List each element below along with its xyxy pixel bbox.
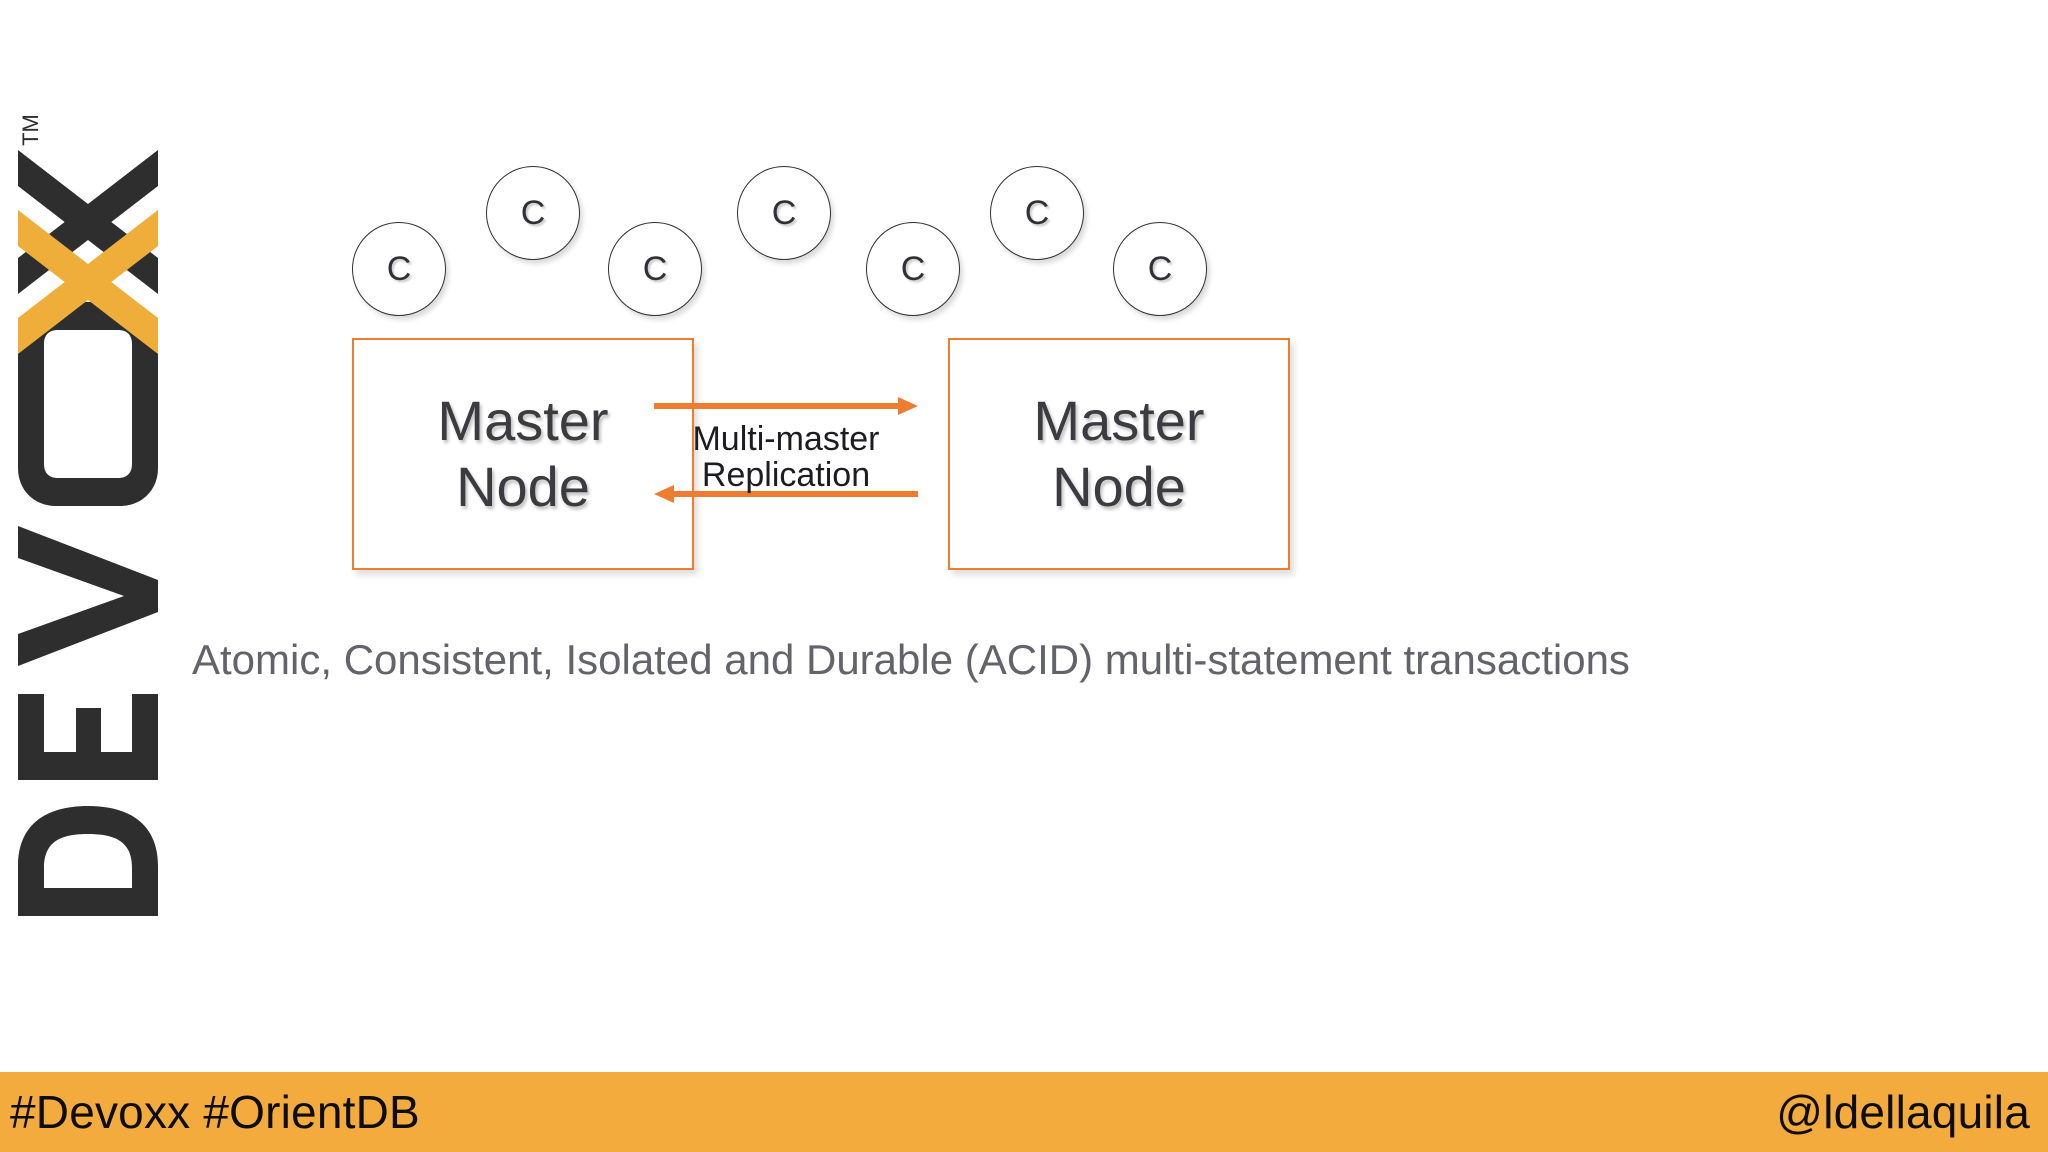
master-node-left: Master Node bbox=[352, 338, 694, 570]
replication-label-line1: Multi-master bbox=[692, 420, 880, 458]
master-node-right-line2: Node bbox=[1052, 455, 1186, 518]
client-node: C bbox=[990, 166, 1084, 260]
client-node: C bbox=[1113, 222, 1207, 316]
replication-arrows bbox=[652, 395, 920, 505]
master-node-right-line1: Master bbox=[1033, 388, 1205, 452]
arrow-right-icon bbox=[654, 397, 918, 415]
master-node-right: Master Node bbox=[948, 338, 1290, 570]
client-node: C bbox=[486, 166, 580, 260]
client-node-label: C bbox=[1024, 193, 1050, 232]
client-node: C bbox=[352, 222, 446, 316]
client-node-label: C bbox=[642, 249, 668, 288]
replication-label: Multi-master Replication bbox=[616, 421, 956, 494]
client-node-label: C bbox=[1147, 249, 1173, 288]
client-node: C bbox=[608, 222, 702, 316]
footer-handle: @ldellaquila bbox=[1776, 1086, 2030, 1138]
svg-text:TM: TM bbox=[18, 114, 43, 146]
client-node: C bbox=[866, 222, 960, 316]
master-node-left-line2: Node bbox=[456, 455, 590, 518]
devoxx-logo: TM bbox=[0, 0, 180, 1072]
footer-hashtags: #Devoxx #OrientDB bbox=[10, 1086, 420, 1138]
arrow-left-icon bbox=[654, 485, 918, 503]
replication-label-line2: Replication bbox=[701, 456, 871, 495]
client-node-label: C bbox=[520, 193, 546, 232]
footer-bar: #Devoxx #OrientDB @ldellaquila bbox=[0, 1072, 2048, 1152]
slide-caption: Atomic, Consistent, Isolated and Durable… bbox=[192, 636, 1630, 683]
client-node-label: C bbox=[386, 249, 412, 288]
devoxx-logo-rotated: TM bbox=[0, 110, 178, 930]
client-node-label: C bbox=[771, 193, 797, 232]
master-node-left-line1: Master bbox=[437, 388, 609, 452]
client-node: C bbox=[737, 166, 831, 260]
client-node-label: C bbox=[900, 249, 926, 288]
